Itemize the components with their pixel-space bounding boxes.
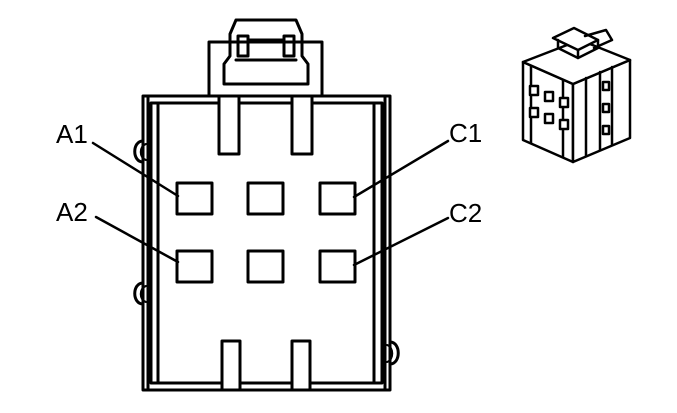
leader-line-c2 xyxy=(352,216,450,267)
cavity-a1 xyxy=(175,181,214,216)
rib-top-right xyxy=(290,94,314,156)
cavity-a2 xyxy=(175,249,214,284)
leader-line-a2 xyxy=(94,215,180,264)
cavity-c1 xyxy=(318,181,357,216)
label-a2: A2 xyxy=(56,197,88,227)
connector-isometric-view xyxy=(521,26,632,164)
connector-face-view xyxy=(91,18,450,392)
rib-bottom-left xyxy=(220,339,242,392)
locking-tab xyxy=(207,18,324,98)
side-clip-left-top xyxy=(133,139,147,164)
housing-outline xyxy=(141,94,392,392)
label-c1: C1 xyxy=(449,118,482,148)
rib-top-left xyxy=(217,94,241,156)
side-clip-right-bottom xyxy=(386,340,400,366)
cavity-b2 xyxy=(246,249,285,284)
leader-line-a1 xyxy=(91,141,180,198)
rib-bottom-right xyxy=(290,339,312,392)
label-c2: C2 xyxy=(449,198,482,228)
leader-line-c1 xyxy=(352,139,450,199)
label-a1: A1 xyxy=(56,119,88,149)
cavity-c2 xyxy=(318,249,357,284)
side-clip-left-bottom xyxy=(133,281,147,306)
cavity-b1 xyxy=(246,181,285,216)
